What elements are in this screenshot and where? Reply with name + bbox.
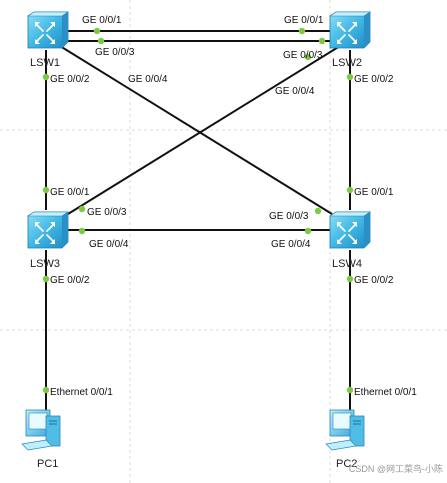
port-label: GE 0/0/2 [50,74,90,85]
device-label-lsw4: LSW4 [332,258,362,270]
pc-pc2[interactable] [325,409,365,451]
switch-lsw3[interactable] [27,211,69,249]
switch-icon [329,211,371,249]
switch-lsw4[interactable] [329,211,371,249]
pc-icon [21,409,61,451]
port-label: GE 0/0/1 [82,15,122,26]
pc-pc1[interactable] [21,409,61,451]
device-label-pc2: PC2 [336,458,357,470]
port-label: GE 0/0/4 [275,86,315,97]
port-label: GE 0/0/1 [354,187,394,198]
pc-icon [325,409,365,451]
switch-icon [329,11,371,49]
switch-lsw2[interactable] [329,11,371,49]
port-label: GE 0/0/3 [95,47,135,58]
port-label: GE 0/0/3 [87,207,127,218]
port-label: GE 0/0/1 [284,15,324,26]
port-label: GE 0/0/4 [89,239,129,250]
switch-lsw1[interactable] [27,11,69,49]
link-lsw2-lsw3-g4 [67,45,341,215]
port-label: GE 0/0/2 [354,275,394,286]
port-label: GE 0/0/4 [271,239,311,250]
port-label: GE 0/0/2 [354,74,394,85]
watermark: CSDN @网工菜鸟-小陈 [349,463,443,474]
port-label: GE 0/0/3 [283,50,323,61]
device-label-lsw3: LSW3 [30,258,60,270]
port-label: Ethernet 0/0/1 [50,387,113,398]
link-lsw1-lsw4-g4 [59,45,333,215]
device-label-lsw1: LSW1 [30,57,60,69]
switch-icon [27,11,69,49]
port-label: GE 0/0/4 [128,74,168,85]
device-label-pc1: PC1 [37,458,58,470]
switch-icon [27,211,69,249]
device-label-lsw2: LSW2 [332,57,362,69]
port-label: GE 0/0/1 [50,187,90,198]
port-dots [42,27,354,394]
port-label: Ethernet 0/0/1 [354,387,417,398]
port-label: GE 0/0/3 [269,211,309,222]
port-label: GE 0/0/2 [50,275,90,286]
